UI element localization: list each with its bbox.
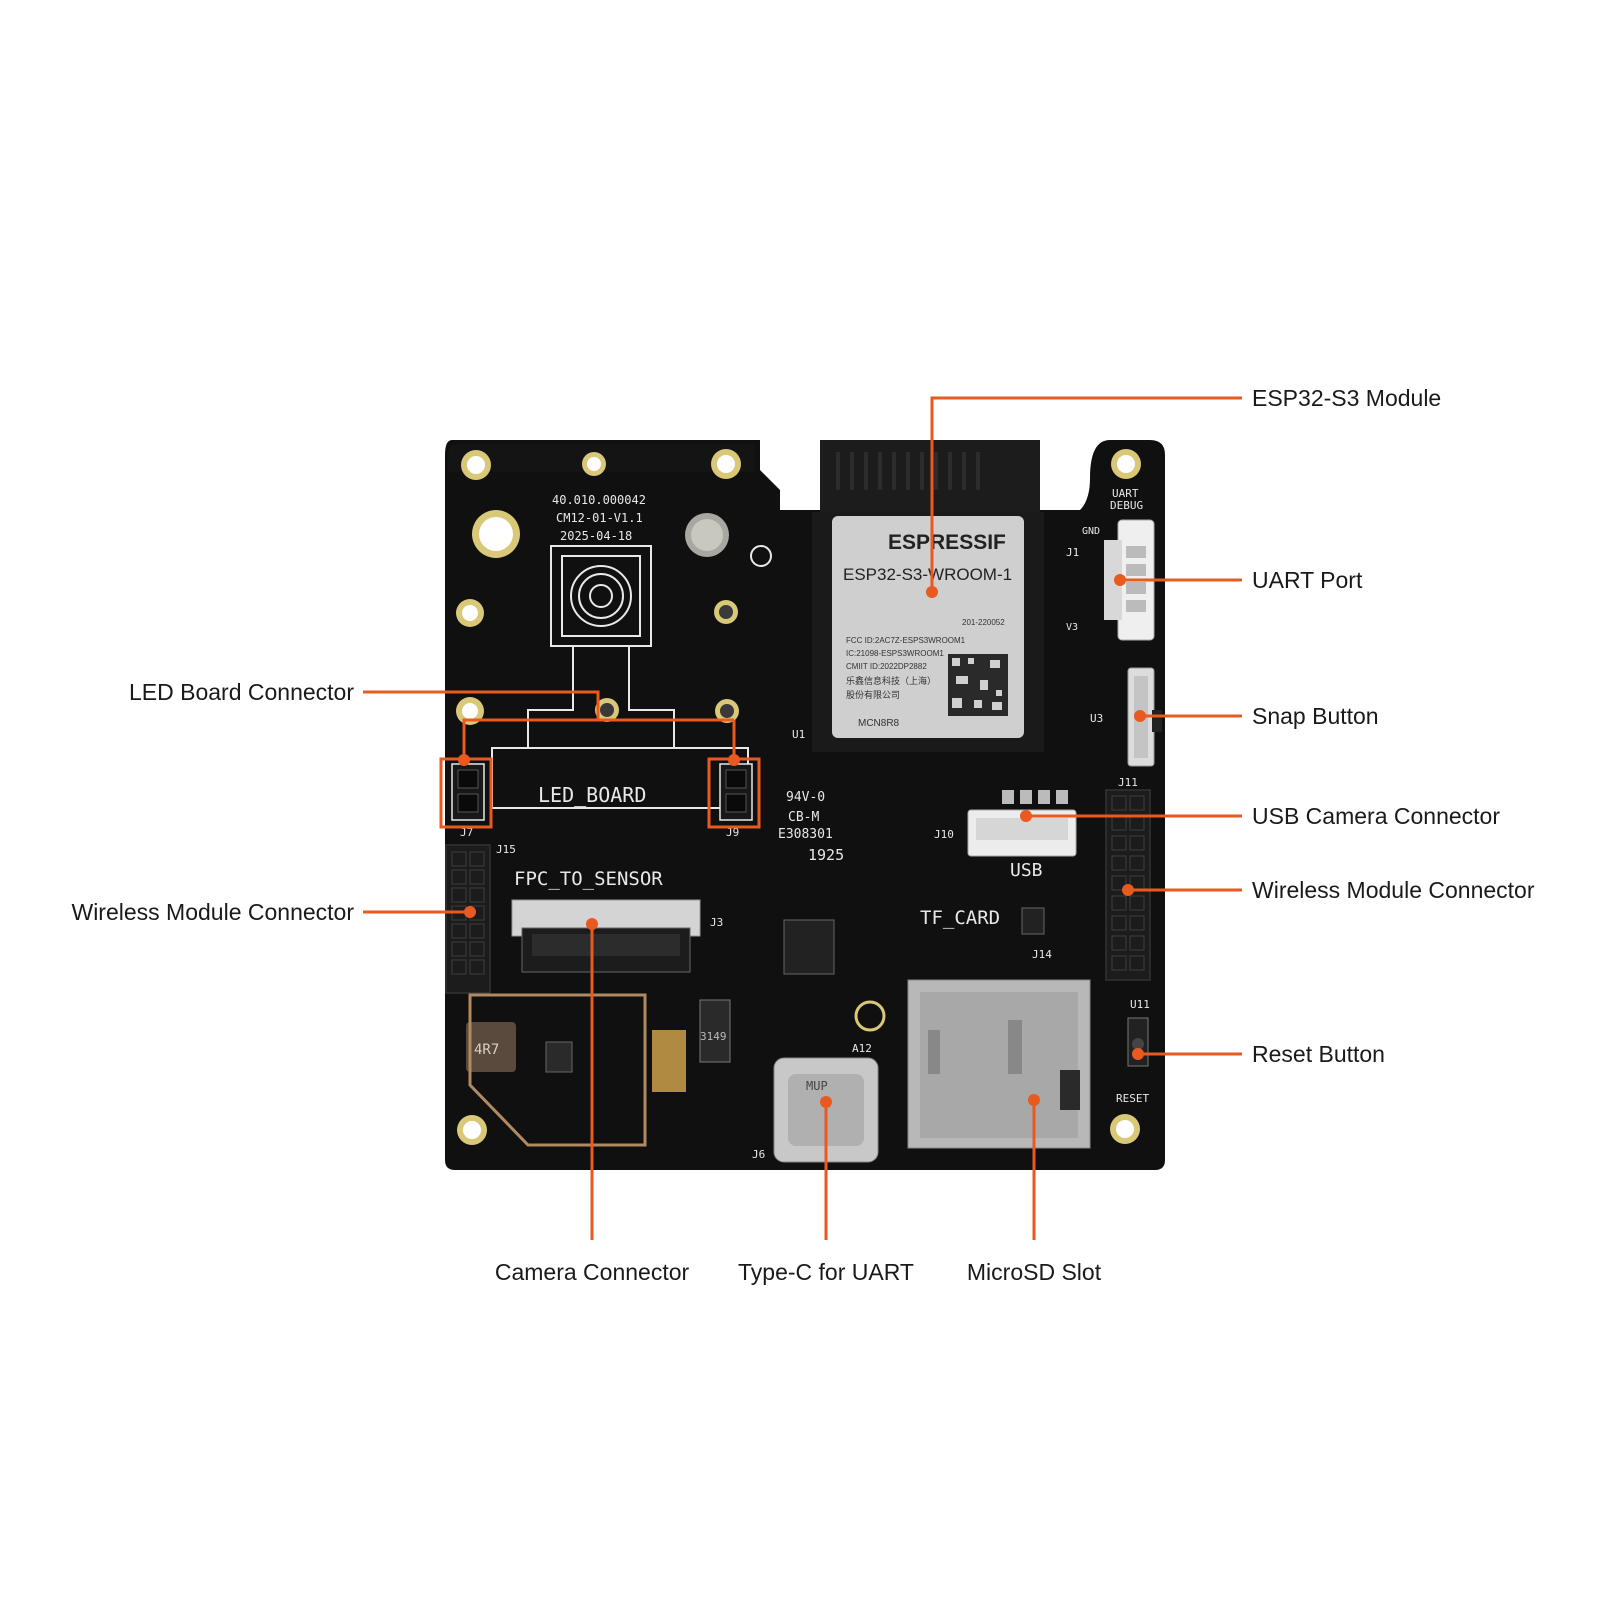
- silk-j10: J10: [934, 828, 954, 841]
- callout-lines: [363, 396, 1242, 1240]
- silk-cert: E308301: [778, 827, 833, 842]
- label-reset-button: Reset Button: [1252, 1041, 1385, 1067]
- silk-gnd: GND: [1082, 526, 1100, 537]
- silk-j6: J6: [752, 1148, 765, 1161]
- module-maker: 乐鑫信息科技（上海）: [846, 675, 936, 687]
- esp32-module: [812, 440, 1044, 752]
- silk-part-number: 40.010.000042: [552, 493, 646, 507]
- silk-j11: J11: [1118, 776, 1138, 789]
- label-microsd-slot: MicroSD Slot: [966, 1259, 1102, 1285]
- label-uart-port: UART Port: [1252, 567, 1363, 593]
- left-header: [445, 844, 491, 994]
- label-esp32-module: ESP32-S3 Module: [1252, 385, 1442, 411]
- silk-tf-card: TF_CARD: [920, 907, 1000, 929]
- silk-j14: J14: [1032, 948, 1052, 961]
- module-ic: IC:21098-ESPS3WROOM1: [846, 649, 944, 658]
- label-wireless-module-connector-left: Wireless Module Connector: [71, 899, 354, 925]
- callout-dots: [458, 574, 1146, 1108]
- silk-a12: A12: [852, 1042, 872, 1055]
- silk-board-rev: CM12-01-V1.1: [556, 511, 643, 525]
- silk-u3: U3: [1090, 712, 1103, 725]
- silk-date: 2025-04-18: [560, 529, 632, 543]
- silk-u1: U1: [792, 728, 805, 741]
- silk-j1: J1: [1066, 546, 1079, 559]
- module-fcc: FCC ID:2AC7Z-ESPS3WROOM1: [846, 636, 966, 645]
- silk-debug: DEBUG: [1110, 499, 1143, 512]
- silkscreen-text: 40.010.000042 CM12-01-V1.1 2025-04-18 LE…: [460, 487, 1150, 1161]
- label-camera-connector: Camera Connector: [494, 1259, 690, 1285]
- usb-c-mark: MUP: [806, 1079, 828, 1093]
- mounting-holes: [456, 449, 1141, 1145]
- silk-fpc: FPC_TO_SENSOR: [514, 868, 663, 890]
- module-cmiit: CMIIT ID:2022DP2882: [846, 662, 927, 671]
- leader-esp32: [930, 396, 1242, 592]
- silk-cbm: CB-M: [788, 810, 819, 825]
- label-snap-button: Snap Button: [1252, 703, 1379, 729]
- silk-j3: J3: [710, 916, 723, 929]
- led-connectors: [451, 763, 753, 821]
- module-maker2: 股份有限公司: [846, 689, 900, 701]
- silk-j9: J9: [726, 826, 739, 839]
- fpc-connector: [511, 899, 701, 973]
- silk-v3: V3: [1066, 622, 1078, 633]
- silk-u11: U11: [1130, 998, 1150, 1011]
- label-led-board-connector: LED Board Connector: [128, 679, 354, 705]
- usb-camera-connector: [967, 790, 1077, 857]
- silk-rating: 94V-0: [786, 790, 825, 805]
- label-type-c-for-uart: Type-C for UART: [738, 1259, 914, 1285]
- silk-j7: J7: [460, 826, 473, 839]
- module-code: MCN8R8: [858, 718, 900, 729]
- silk-usb: USB: [1010, 860, 1043, 881]
- inductor-mark: 4R7: [474, 1042, 499, 1058]
- silk-j15: J15: [496, 843, 516, 856]
- module-model: ESP32-S3-WROOM-1: [843, 565, 1012, 584]
- right-header: [1105, 789, 1151, 981]
- silk-reset: RESET: [1116, 1092, 1149, 1105]
- module-brand: ESPRESSIF: [888, 531, 1006, 554]
- label-usb-camera-connector: USB Camera Connector: [1252, 803, 1500, 829]
- module-markings: ESPRESSIF ESP32-S3-WROOM-1 201-220052 FC…: [843, 531, 1012, 729]
- silk-year: 1925: [808, 846, 844, 864]
- ic-mark: 3149: [700, 1030, 727, 1043]
- silk-uart: UART: [1112, 487, 1139, 500]
- label-wireless-module-connector-right: Wireless Module Connector: [1252, 877, 1535, 903]
- microsd-slot: [907, 979, 1091, 1149]
- silk-led-board: LED_BOARD: [538, 783, 646, 807]
- module-rcode: 201-220052: [962, 618, 1005, 627]
